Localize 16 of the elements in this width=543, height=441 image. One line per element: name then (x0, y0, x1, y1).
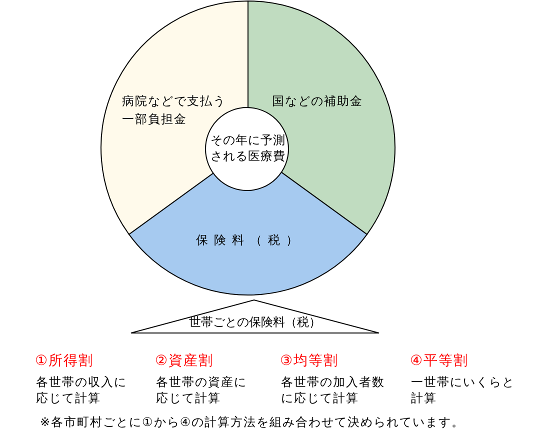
triangle-label: 世帯ごとの保険料（税） (188, 314, 322, 330)
method-heading: ②資産割 (155, 352, 214, 370)
sector-label: 病院などで支払う一部負担金 (122, 93, 227, 128)
method-description: 各世帯の加入者数に応じて計算 (281, 374, 386, 406)
sector-label: 保険料（税） (195, 232, 305, 248)
method-heading: ③均等割 (280, 352, 339, 370)
method-heading: ④平等割 (410, 352, 469, 370)
method-heading: ①所得割 (35, 352, 94, 370)
note-text: ※各市町村ごとに①から④の計算方法を組み合わせて決められています。 (40, 414, 465, 430)
sector-label: 国などの補助金 (272, 93, 364, 110)
method-description: 一世帯にいくらと計算 (411, 374, 516, 406)
method-description: 各世帯の資産に応じて計算 (156, 374, 248, 406)
pie-sector (247, 0, 396, 236)
method-description: 各世帯の収入に応じて計算 (36, 374, 128, 406)
circle-label: その年に予測される医療費 (210, 132, 286, 164)
triangle-bracket (130, 299, 380, 335)
